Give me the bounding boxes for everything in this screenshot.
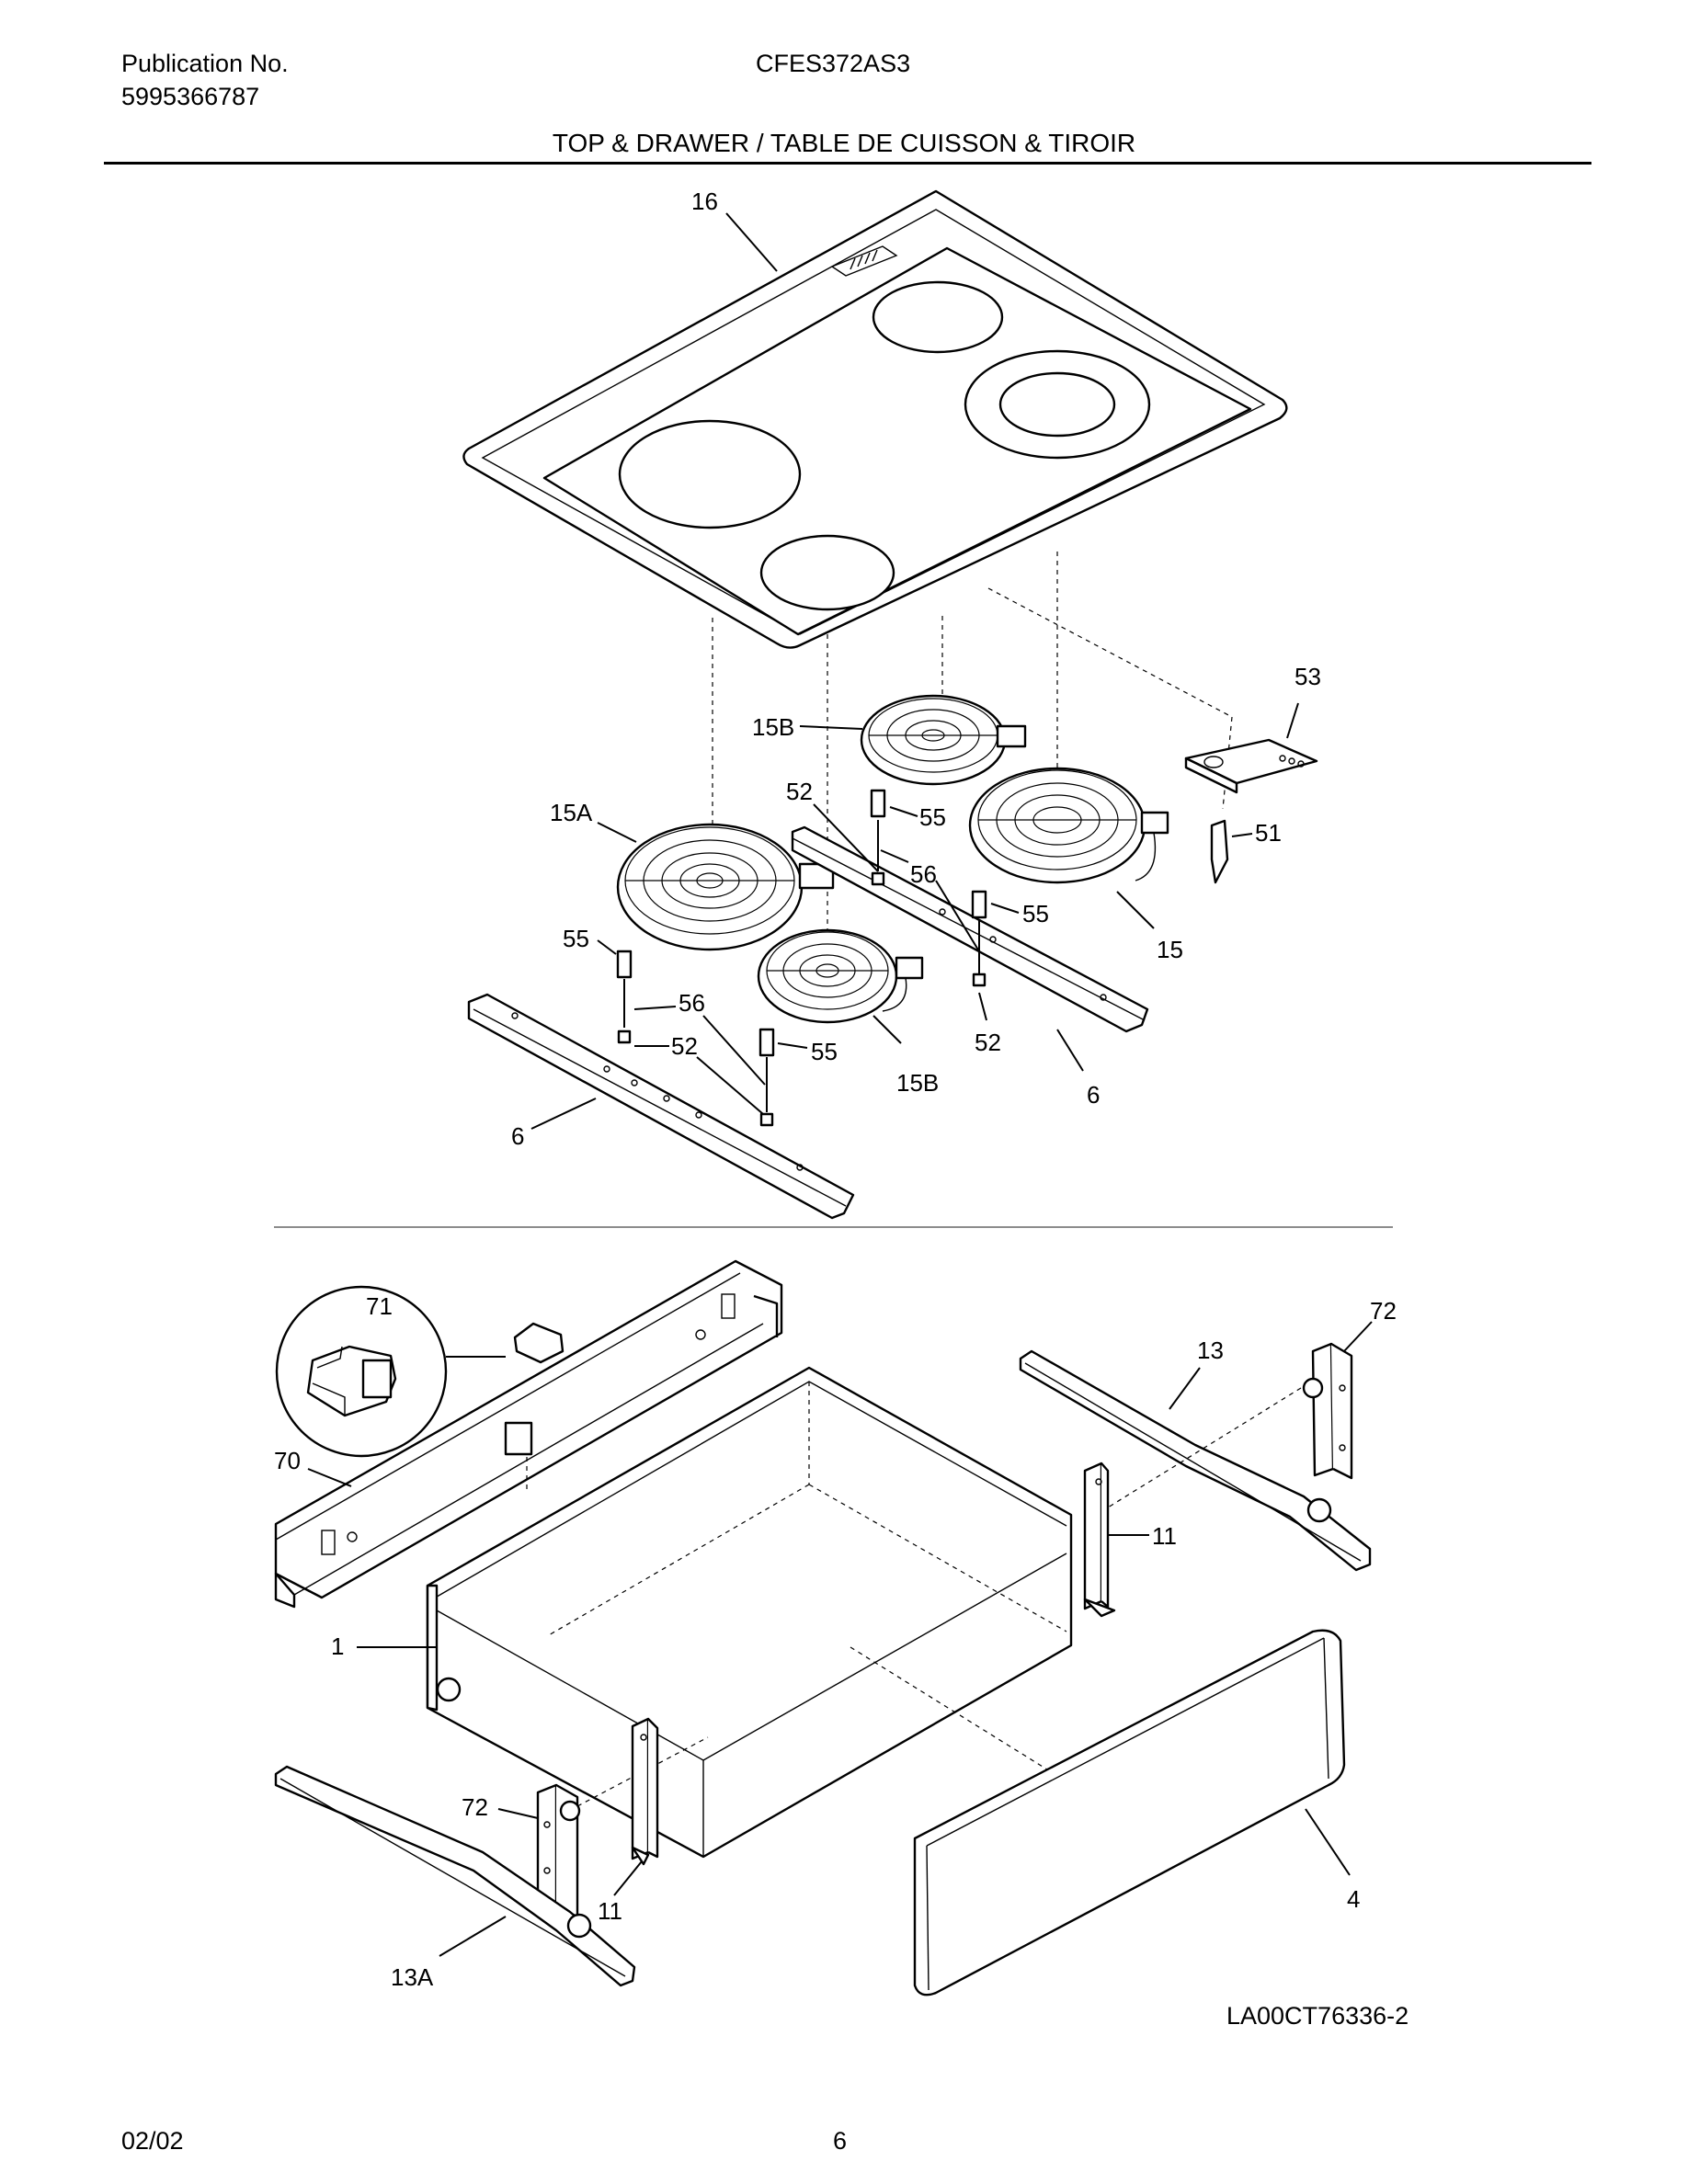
leader-line [1305,1808,1351,1876]
callout-52-left: 52 [671,1032,698,1060]
callout-70: 70 [274,1447,301,1474]
section-title: TOP & DRAWER / TABLE DE CUISSON & TIROIR [552,129,1136,157]
callout-55-mid: 55 [1022,900,1049,927]
callout-13A: 13A [391,1963,434,1991]
callout-11-right: 11 [1152,1522,1177,1550]
callout-11-left: 11 [598,1897,622,1925]
rail-left-part [274,1765,636,1987]
leader-line [634,1045,764,1115]
leader-line [1169,1367,1201,1410]
callout-51: 51 [1255,819,1282,847]
support-right-part [1083,1462,1116,1618]
leader-line [633,1006,766,1086]
rail-right-part [1019,1349,1372,1572]
cooktop-part [462,189,1288,649]
callout-56-left: 56 [679,989,705,1017]
leader-line [307,1468,352,1487]
page-number: 6 [833,2127,848,2155]
wire-connector-part [1210,819,1229,884]
leader-line [725,212,778,272]
callout-55-top: 55 [919,803,946,831]
leader-line [1056,1029,1084,1072]
leader-line [613,1860,643,1896]
callout-72-right: 72 [1370,1297,1397,1325]
callout-1: 1 [331,1632,344,1660]
callout-15: 15 [1157,936,1183,963]
callout-15B-rear: 15B [752,713,794,741]
callout-15A: 15A [550,799,593,826]
drawer-box-part [426,1366,1073,1859]
callout-55-front: 55 [811,1038,838,1065]
clip-detail-circle [275,1285,448,1458]
leader-line [889,806,918,817]
leader-line [813,803,879,872]
callout-15B-front: 15B [896,1069,939,1097]
leader-line [799,725,863,730]
leader-line [777,1042,808,1049]
vent-slots [830,245,898,277]
glide-right-part [1302,1342,1353,1480]
leader-line [880,849,980,952]
model-number: CFES372AS3 [756,50,911,77]
bracket-front-part [467,993,855,1220]
callout-52-right: 52 [975,1029,1001,1056]
diagram-code: LA00CT76336-2 [1226,2002,1409,2030]
publication-number: 5995366787 [121,83,260,110]
callout-6-rear: 6 [1087,1081,1100,1109]
element-15-rear-right [968,767,1169,884]
publication-date: 02/02 [121,2127,184,2155]
callout-16: 16 [691,188,718,215]
leader-line [1286,702,1299,739]
leader-line [497,1808,539,1819]
leader-line [990,903,1020,914]
callout-56-mid: 56 [910,860,937,888]
callout-72-left: 72 [462,1793,488,1821]
publication-label: Publication No. [121,50,289,77]
leader-line [1343,1321,1373,1352]
element-15b-rear [860,694,1027,786]
callout-4: 4 [1347,1885,1360,1913]
leader-line [530,1098,597,1130]
callout-53: 53 [1295,663,1321,690]
callout-13: 13 [1197,1337,1224,1364]
callout-52-top: 52 [786,778,813,805]
fasteners [616,789,987,1127]
leader-line [1231,833,1253,837]
drawer-front-part [913,1629,1346,1996]
glide-left-part [536,1783,581,1918]
rail-rear-part [274,1259,783,1609]
element-15b-front [757,928,924,1024]
alignment-line [1107,1387,1302,1508]
support-left-part [631,1717,659,1866]
callout-55-left: 55 [563,925,589,952]
leader-line [439,1916,507,1957]
clip-part [513,1322,565,1364]
callout-6-front: 6 [511,1122,524,1150]
title-rule [104,162,1591,165]
leader-line [597,822,637,843]
leader-line [1116,891,1155,929]
callout-71: 71 [366,1292,393,1320]
terminal-block-part [1184,738,1318,794]
leader-line [978,992,987,1021]
leader-line [597,939,617,955]
leader-line [873,1015,902,1044]
